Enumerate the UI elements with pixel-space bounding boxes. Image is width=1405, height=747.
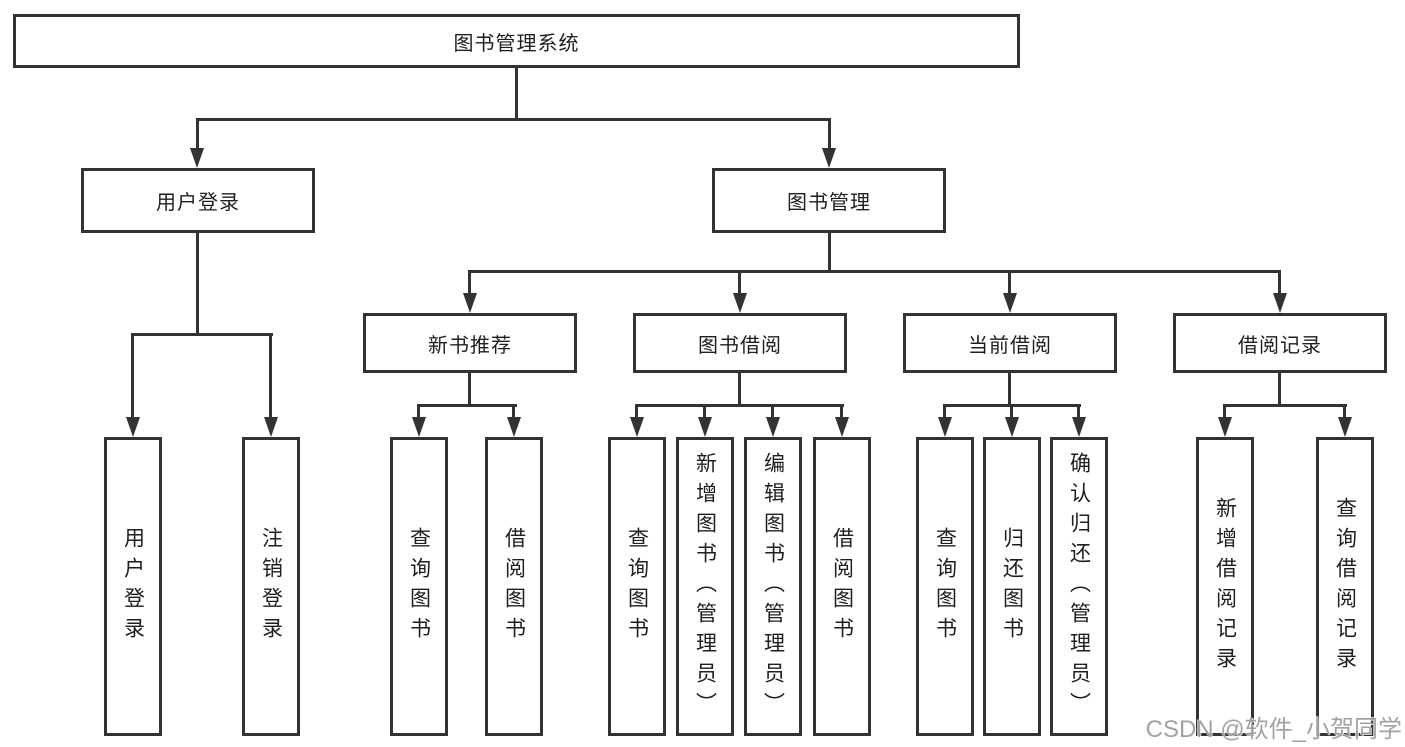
node-label: 当前借阅 [968, 334, 1052, 357]
leaf-borrow-books-recommend: 借阅图书 [485, 437, 543, 736]
arrowhead-icon [507, 417, 521, 437]
arrowhead-icon [126, 417, 140, 437]
node-current-borrowing: 当前借阅 [903, 313, 1117, 373]
leaf-edit-book-admin: 编辑图书（管理员） [744, 437, 802, 736]
connector-line [943, 404, 946, 419]
node-borrowing-records: 借阅记录 [1173, 313, 1387, 373]
connector-line [738, 373, 741, 406]
node-user-login: 用户登录 [81, 168, 315, 233]
connector-line [1008, 270, 1011, 295]
connector-line [635, 404, 844, 407]
node-label: 图书管理 [787, 192, 871, 214]
leaf-user-login: 用户登录 [104, 437, 162, 736]
connector-line [1223, 404, 1226, 419]
connector-line [1278, 270, 1281, 295]
leaf-return-book: 归还图书 [983, 437, 1041, 736]
connector-line [1008, 373, 1011, 406]
connector-line [828, 233, 831, 272]
node-label: 新书推荐 [428, 334, 512, 357]
connector-line [1077, 404, 1080, 419]
leaf-label: 确认归还（管理员） [1067, 451, 1091, 722]
connector-line [828, 118, 831, 150]
arrowhead-icon [1273, 293, 1287, 313]
leaf-label: 查询图书 [933, 526, 957, 647]
connector-line [1278, 373, 1281, 406]
leaf-label: 查询图书 [625, 526, 649, 647]
arrowhead-icon [1003, 293, 1017, 313]
connector-line [131, 333, 134, 419]
leaf-label: 归还图书 [1000, 526, 1024, 647]
connector-line [840, 404, 843, 419]
arrowhead-icon [835, 417, 849, 437]
leaf-label: 注销登录 [259, 526, 283, 647]
leaf-confirm-return-admin: 确认归还（管理员） [1050, 437, 1108, 736]
connector-line [417, 404, 420, 419]
leaf-borrow-books-borrowing: 借阅图书 [813, 437, 871, 736]
arrowhead-icon [1072, 417, 1086, 437]
connector-line [515, 68, 518, 121]
arrowhead-icon [463, 293, 477, 313]
arrowhead-icon [1218, 417, 1232, 437]
leaf-query-books-borrowing: 查询图书 [608, 437, 666, 736]
connector-line [468, 270, 471, 295]
leaf-label: 用户登录 [121, 526, 145, 647]
leaf-add-book-admin: 新增图书（管理员） [676, 437, 734, 736]
leaf-logout: 注销登录 [242, 437, 300, 736]
leaf-query-books-recommend: 查询图书 [390, 437, 448, 736]
arrowhead-icon [733, 293, 747, 313]
node-label: 图书借阅 [698, 334, 782, 357]
connector-line [1010, 404, 1013, 419]
arrowhead-icon [1338, 417, 1352, 437]
watermark: CSDN @软件_小贺同学 [1145, 716, 1402, 743]
arrowhead-icon [698, 417, 712, 437]
leaf-label: 新增图书（管理员） [693, 451, 717, 722]
connector-line [417, 404, 517, 407]
leaf-add-borrow-record: 新增借阅记录 [1196, 437, 1254, 736]
connector-line [771, 404, 774, 419]
connector-line [468, 270, 1281, 273]
node-book-borrowing: 图书借阅 [633, 313, 847, 373]
connector-line [131, 333, 273, 336]
node-new-book-recommendation: 新书推荐 [363, 313, 577, 373]
arrowhead-icon [190, 148, 204, 168]
arrowhead-icon [822, 148, 836, 168]
node-library-management-system: 图书管理系统 [13, 14, 1020, 68]
connector-line [196, 233, 199, 335]
connector-line [1343, 404, 1346, 419]
connector-line [196, 118, 199, 150]
connector-line [1223, 404, 1347, 407]
arrowhead-icon [938, 417, 952, 437]
connector-line [196, 118, 831, 121]
leaf-label: 新增借阅记录 [1213, 496, 1237, 677]
node-book-management: 图书管理 [712, 168, 946, 233]
arrowhead-icon [412, 417, 426, 437]
node-label: 借阅记录 [1238, 334, 1322, 357]
arrowhead-icon [766, 417, 780, 437]
leaf-label: 借阅图书 [502, 526, 526, 647]
leaf-label: 查询借阅记录 [1333, 496, 1357, 677]
connector-line [512, 404, 515, 419]
connector-line [468, 373, 471, 406]
node-label: 图书管理系统 [453, 32, 580, 55]
connector-line [738, 270, 741, 295]
connector-line [703, 404, 706, 419]
leaf-query-borrow-record: 查询借阅记录 [1316, 437, 1374, 736]
arrowhead-icon [264, 417, 278, 437]
connector-line [635, 404, 638, 419]
leaf-label: 查询图书 [407, 526, 431, 647]
arrowhead-icon [1005, 417, 1019, 437]
leaf-query-books-current: 查询图书 [916, 437, 974, 736]
leaf-label: 借阅图书 [830, 526, 854, 647]
leaf-label: 编辑图书（管理员） [761, 451, 785, 722]
connector-line [269, 333, 272, 419]
node-label: 用户登录 [156, 192, 240, 214]
arrowhead-icon [630, 417, 644, 437]
